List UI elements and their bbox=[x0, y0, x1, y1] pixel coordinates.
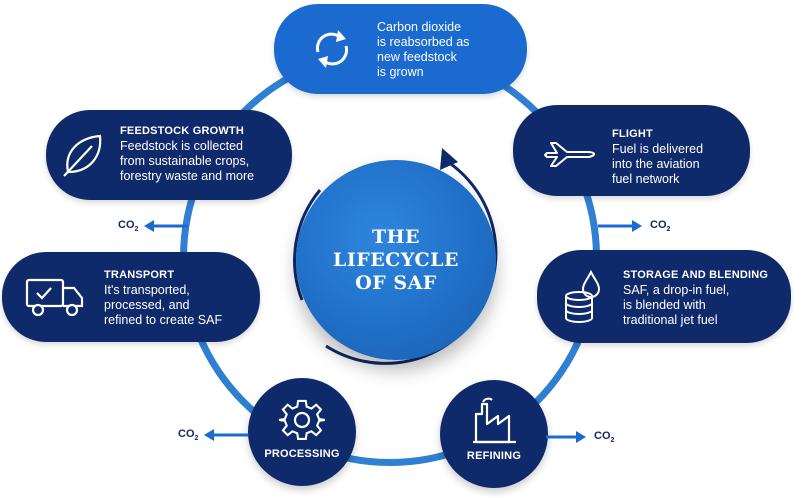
co2-label: CO2 bbox=[650, 219, 671, 234]
co2-emission-right-lower: CO2 bbox=[546, 430, 614, 444]
arrow-right-icon bbox=[598, 220, 642, 233]
truck-icon bbox=[25, 278, 84, 317]
stage-refining: REFINING bbox=[440, 380, 548, 488]
co2-emission-right-upper: CO2 bbox=[598, 219, 670, 233]
co2-emission-left-upper: CO2 bbox=[118, 219, 189, 234]
feedstock-description: Feedstock is collected from sustainable … bbox=[120, 139, 255, 183]
stage-transport: TRANSPORT It's transported, processed, a… bbox=[2, 252, 260, 342]
arrow-right-icon bbox=[546, 431, 586, 444]
stage-feedstock-growth: FEEDSTOCK GROWTH Feedstock is collected … bbox=[46, 110, 292, 200]
leaf-icon bbox=[63, 134, 102, 177]
flight-description: Fuel is delivered into the aviation fuel… bbox=[612, 142, 704, 186]
gear-icon bbox=[278, 399, 325, 440]
processing-title: PROCESSING bbox=[264, 448, 340, 460]
fuel-storage-icon bbox=[565, 270, 601, 323]
center-title: THE LIFECYCLE OF SAF bbox=[332, 225, 460, 294]
refining-title: REFINING bbox=[466, 450, 522, 462]
transport-title: TRANSPORT bbox=[104, 269, 175, 281]
flight-title: FLIGHT bbox=[612, 128, 653, 140]
center-circle: THE LIFECYCLE OF SAF bbox=[296, 160, 496, 360]
feedstock-title: FEEDSTOCK GROWTH bbox=[120, 125, 244, 137]
co2-label: CO2 bbox=[118, 219, 139, 234]
storage-title: STORAGE AND BLENDING bbox=[623, 269, 769, 281]
co2-label: CO2 bbox=[178, 428, 199, 443]
reabsorb-description: Carbon dioxide is reabsorbed as new feed… bbox=[377, 20, 470, 79]
co2-emission-left-lower: CO2 bbox=[178, 428, 249, 443]
airplane-icon bbox=[544, 142, 595, 167]
stage-storage-blending: STORAGE AND BLENDING SAF, a drop-in fuel… bbox=[537, 250, 791, 343]
co2-label: CO2 bbox=[594, 430, 615, 445]
recycle-icon bbox=[315, 30, 349, 68]
stage-flight: FLIGHT Fuel is delivered into the aviati… bbox=[513, 105, 750, 196]
factory-icon bbox=[473, 397, 516, 444]
arrow-left-icon bbox=[144, 220, 189, 233]
stage-processing: PROCESSING bbox=[248, 378, 356, 486]
arrow-left-icon bbox=[204, 429, 249, 442]
stage-reabsorb: Carbon dioxide is reabsorbed as new feed… bbox=[274, 4, 527, 94]
transport-description: It's transported, processed, and refined… bbox=[104, 283, 223, 327]
storage-description: SAF, a drop-in fuel, is blended with tra… bbox=[623, 283, 730, 327]
